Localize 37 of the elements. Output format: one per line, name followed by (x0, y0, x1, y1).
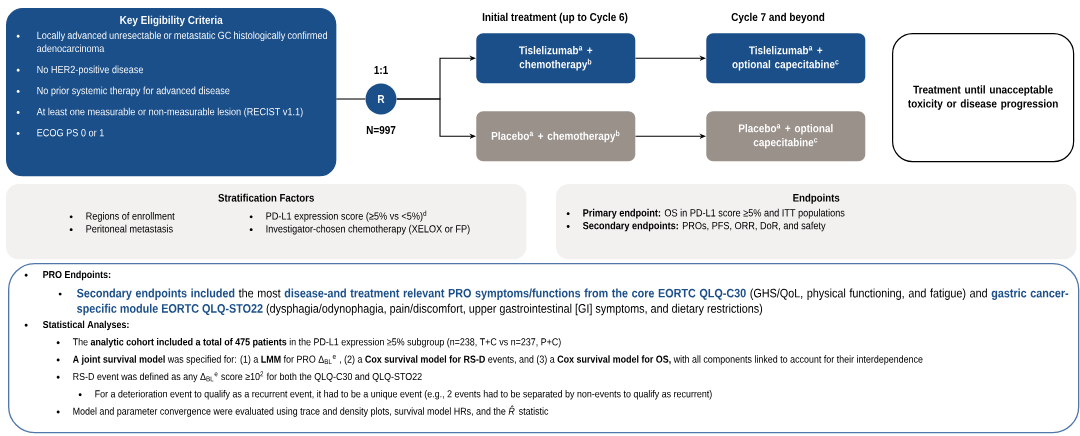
treatment-box: Tislelizumab$^{a}$ + chemotherapy$^{b}$ (476, 33, 636, 84)
node-caption: 1:1 (374, 66, 388, 74)
list-item: PD-L1 expression score (≥5% vs <5%)$^{d}$ (266, 210, 427, 222)
treatment-box: Placebo$^{a}$ + optional capecitabine$^{c}$ (706, 111, 866, 162)
list-item: Secondary endpoints included the most disease-and treatment relevant PRO symptoms/functions from the core EORTC QLQ-C30 (GHS/QoL, physical functioning, and fatigue) and gastric cancer-specific module EORTC QLQ-STO22 (dysphagia/odynophagia, pain/discomfort, upper gastrointestinal [GI] symptoms, and dietary restrictions) (77, 288, 1069, 316)
list-item: At least one measurable or non-measurable lesion (RECIST v1.1) (36, 107, 303, 118)
node-caption: N=997 (366, 126, 396, 134)
list-item: For a deterioration event to qualify as a recurrent event, it had to be a unique event (e.g., 2 events had to be separated by non-events to qualify as recurrent) (95, 390, 712, 400)
connector (335, 98, 366, 100)
list-item: Primary endpoint: OS in PD-L1 score ≥5% and ITT populations (583, 208, 845, 219)
list-item: The analytic cohort included a total of 475 patients in the PD-L1 expression ≥5% subgroup (n=238, T+C vs n=237, P+C) (72, 338, 561, 348)
treatment-box: Placebo$^{a}$ + chemotherapy$^{b}$ (476, 111, 636, 162)
connector (396, 98, 476, 139)
list-item: Regions of enrollment (86, 212, 175, 222)
box-heading: Stratification Factors (218, 193, 314, 202)
endpoints-panel (556, 184, 1077, 260)
notes-panel (8, 263, 1080, 434)
list-item: Secondary endpoints: PROs, PFS, ORR, DoR, and safety (582, 221, 826, 232)
outcome-box: Treatment until unacceptable toxicity or disease progression (892, 33, 1075, 163)
list-item: Model and parameter convergence were evaluated using trace and density plots, survival model HRs, and the R̂ statistic (73, 405, 549, 417)
list-item: PRO Endpoints: (43, 270, 111, 281)
list-item: Peritoneal metastasis (86, 224, 173, 233)
list-item: A joint survival model was specified for: (1) a LMM for PRO Δ$_{BL}$$^{e}$ , (2) a Cox survival model for RS-D events, and (3) a Cox survival model for OS, with all components linked to account for their interdependence (72, 355, 923, 365)
connector (635, 133, 706, 139)
list-item: ECOG PS 0 or 1 (37, 129, 104, 137)
list-item: Investigator-chosen chemotherapy (XELOX or FP) (266, 224, 470, 235)
list-item: RS-D event was defined as any Δ$_{BL}$$^{e}$ score ≥10$^{2}$ for both the QLQ-C30 and QLQ-STO22 (73, 371, 422, 383)
treatment-box: Tislelizumab$^{a}$ + optional capecitabine$^{c}$ (706, 33, 866, 84)
factors-panel (6, 184, 527, 260)
box-heading: Endpoints (793, 193, 840, 204)
box-heading: Key Eligibility Criteria (120, 15, 223, 27)
list-item: No prior systemic therapy for advanced disease (37, 86, 230, 97)
list-item: No HER2-positive disease (37, 65, 144, 76)
list-item: Locally advanced unresectable or metastatic GC histologically confirmed adenocarcinoma (37, 31, 328, 53)
list-item: Statistical Analyses: (42, 320, 129, 331)
criteria-box (6, 8, 337, 177)
connector (635, 55, 706, 61)
